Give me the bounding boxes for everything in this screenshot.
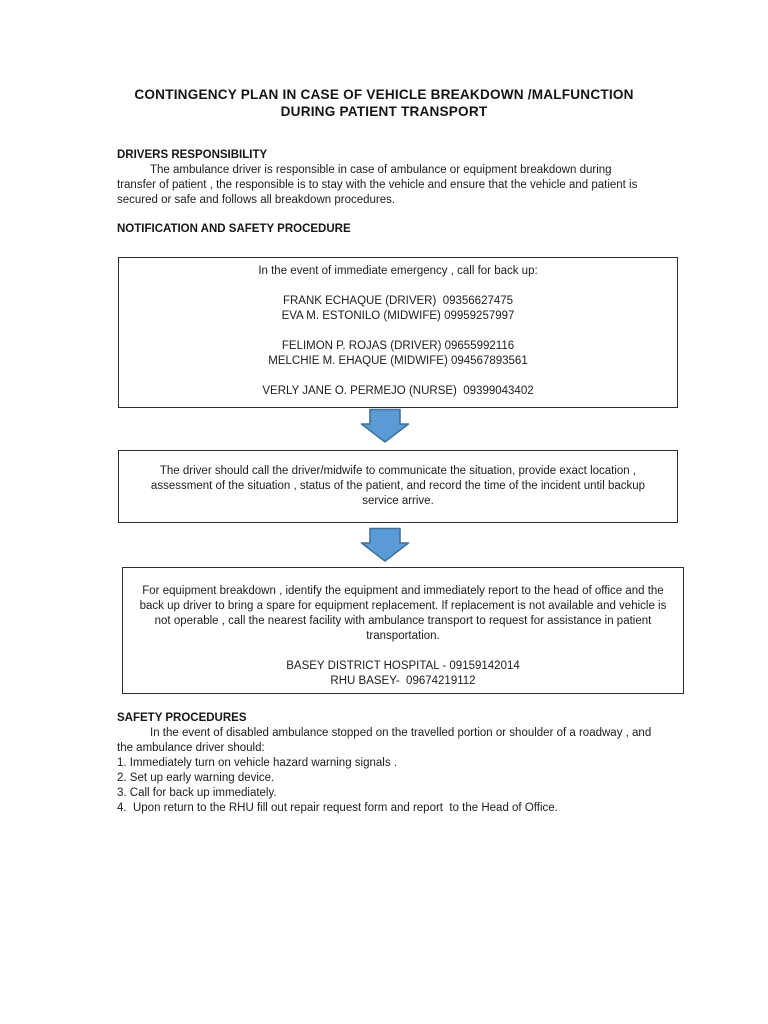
safety-step: 2. Set up early warning device. bbox=[117, 772, 275, 784]
document-title: CONTINGENCY PLAN IN CASE OF VEHICLE BREA… bbox=[64, 87, 704, 120]
safety-step: 3. Call for back up immediately. bbox=[117, 787, 277, 799]
flow-down-arrow-icon bbox=[360, 527, 410, 563]
document-title-line1: CONTINGENCY PLAN IN CASE OF VEHICLE BREA… bbox=[134, 87, 634, 102]
emergency-contacts-box: In the event of immediate emergency , ca… bbox=[118, 257, 678, 408]
hospital-contact-line: BASEY DISTRICT HOSPITAL - 09159142014 bbox=[286, 660, 520, 672]
safety-step: 1. Immediately turn on vehicle hazard wa… bbox=[117, 757, 397, 769]
drivers-responsibility-heading: DRIVERS RESPONSIBILITY bbox=[117, 149, 268, 161]
safety-procedures-intro: In the event of disabled ambulance stopp… bbox=[117, 727, 652, 754]
safety-step: 4. Upon return to the RHU fill out repai… bbox=[117, 802, 558, 814]
safety-steps-list: 1. Immediately turn on vehicle hazard wa… bbox=[117, 756, 677, 816]
spacer bbox=[119, 369, 677, 384]
spacer bbox=[138, 644, 668, 659]
equipment-breakdown-box: For equipment breakdown , identify the e… bbox=[122, 567, 684, 694]
driver-communication-text: The driver should call the driver/midwif… bbox=[150, 465, 646, 507]
emergency-call-intro: In the event of immediate emergency , ca… bbox=[258, 265, 538, 277]
safety-procedures-heading: SAFETY PROCEDURES bbox=[117, 712, 247, 724]
contact-line: FELIMON P. ROJAS (DRIVER) 09655992116 bbox=[281, 340, 515, 352]
rhu-contact-line: RHU BASEY- 09674219112 bbox=[330, 675, 476, 687]
flow-down-arrow-icon bbox=[360, 408, 410, 444]
spacer bbox=[119, 279, 677, 294]
contact-line: EVA M. ESTONILO (MIDWIFE) 09959257997 bbox=[281, 310, 515, 322]
drivers-responsibility-paragraph: The ambulance driver is responsible in c… bbox=[117, 164, 638, 206]
contact-line: MELCHIE M. EHAQUE (MIDWIFE) 094567893561 bbox=[268, 355, 528, 367]
notification-safety-procedure-heading: NOTIFICATION AND SAFETY PROCEDURE bbox=[117, 223, 351, 235]
document-title-line2: DURING PATIENT TRANSPORT bbox=[280, 103, 488, 119]
driver-communication-box: The driver should call the driver/midwif… bbox=[118, 450, 678, 523]
spacer bbox=[119, 324, 677, 339]
equipment-breakdown-text: For equipment breakdown , identify the e… bbox=[139, 585, 667, 642]
contact-line: FRANK ECHAQUE (DRIVER) 09356627475 bbox=[282, 295, 514, 307]
contact-line: VERLY JANE O. PERMEJO (NURSE) 0939904340… bbox=[262, 385, 534, 397]
